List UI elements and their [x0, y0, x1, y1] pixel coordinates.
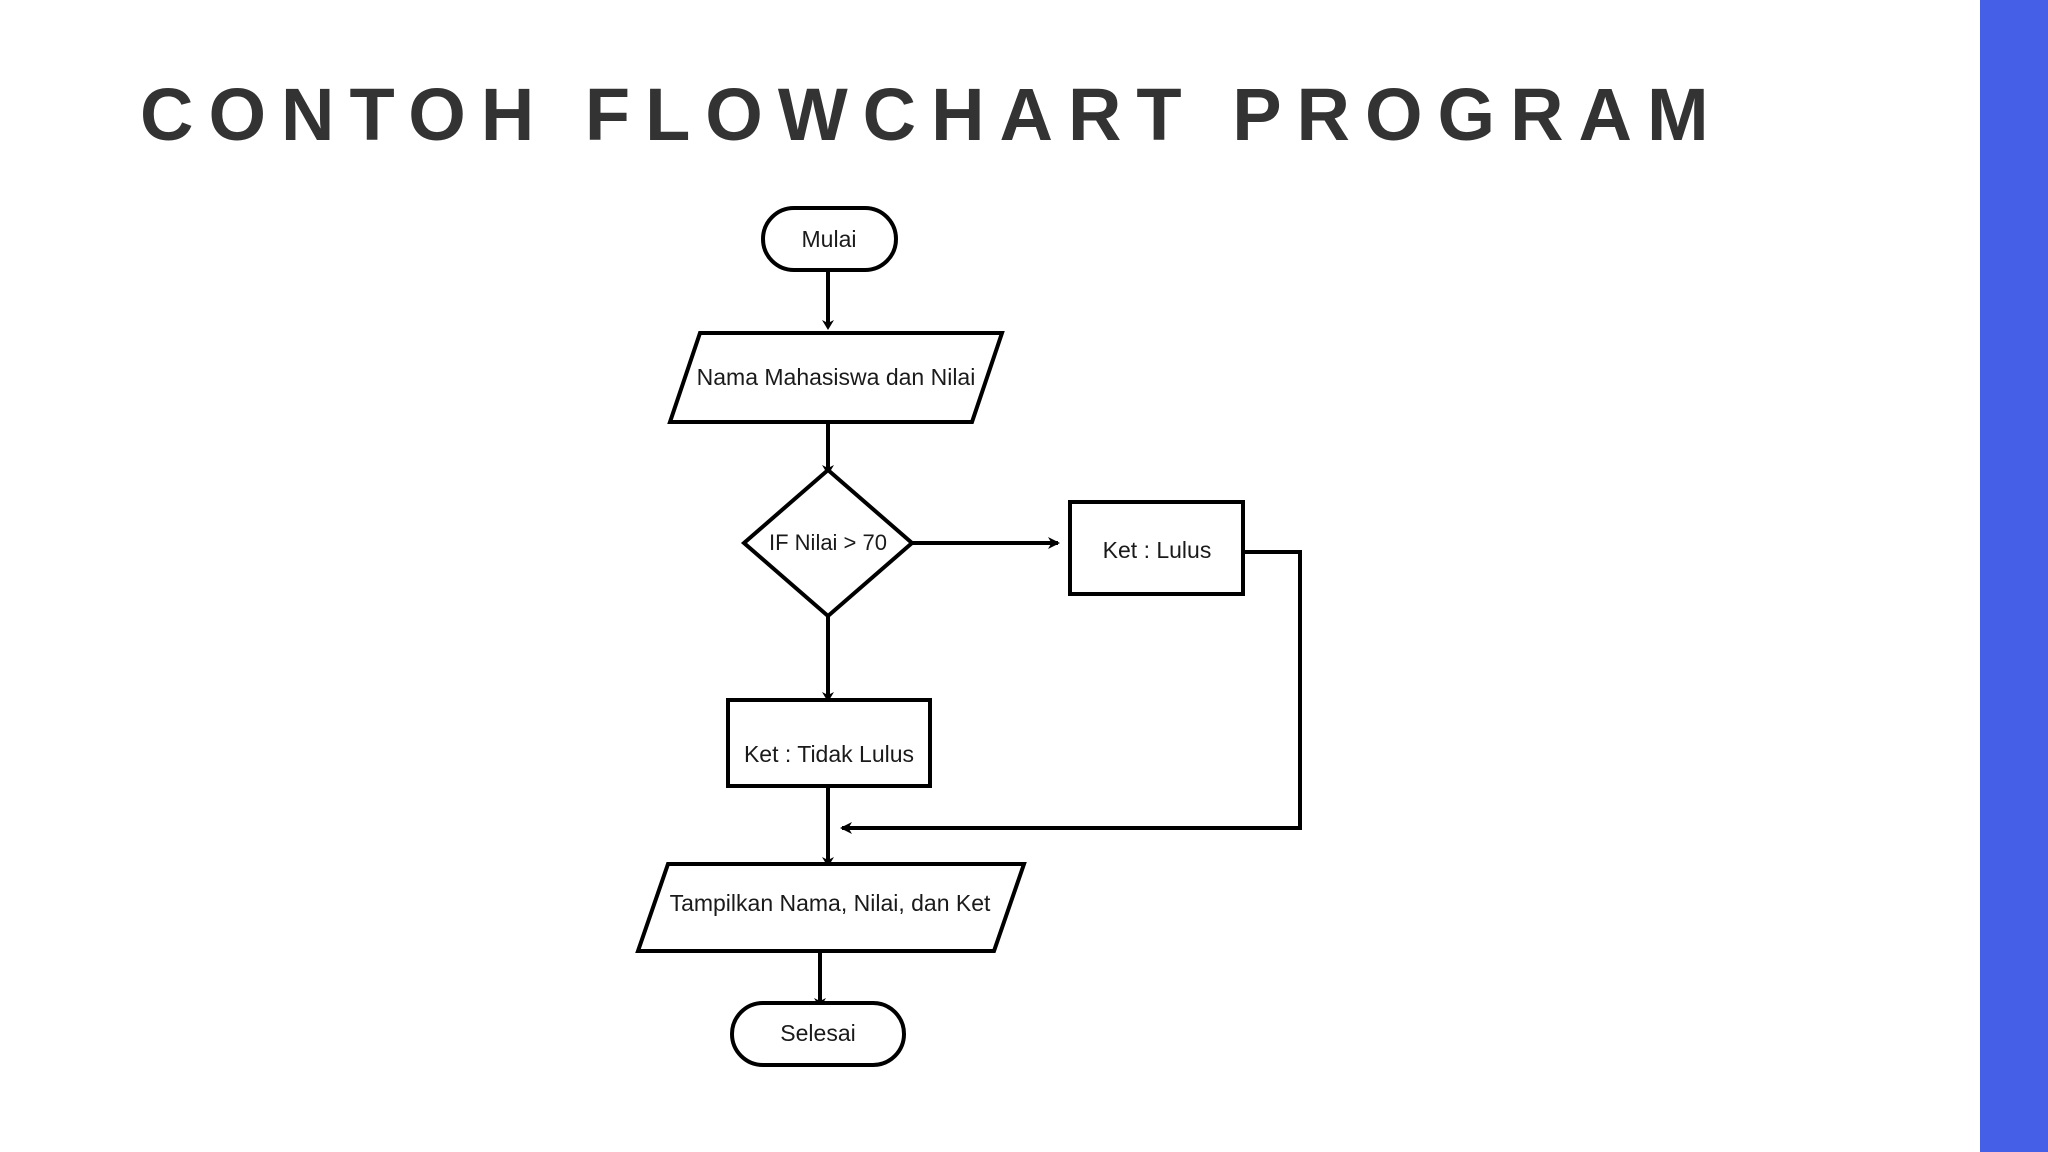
- flow-node-input-label: Nama Mahasiswa dan Nilai: [697, 364, 976, 390]
- edge-lulus-to-output: [840, 550, 1302, 834]
- page-title: CONTOH FLOWCHART PROGRAM: [140, 73, 1724, 156]
- flow-node-tidak-lulus-label: Ket : Tidak Lulus: [744, 741, 914, 767]
- parallelogram-shape: [667, 331, 1005, 424]
- flow-node-input[interactable]: Nama Mahasiswa dan Nilai: [667, 331, 1005, 424]
- diamond-shape: [740, 467, 916, 619]
- parallelogram-shape: [635, 862, 1027, 953]
- flow-node-decision[interactable]: IF Nilai > 70: [740, 467, 916, 619]
- flow-node-end-label: Selesai: [780, 1020, 855, 1046]
- flow-node-start[interactable]: Mulai: [761, 206, 898, 272]
- process-shape: [726, 698, 932, 788]
- process-shape: [1068, 500, 1245, 596]
- sidebar-page-number: 15: [1933, 1130, 1958, 1152]
- flow-node-output-label: Tampilkan Nama, Nilai, dan Ket: [670, 890, 991, 916]
- flow-node-decision-label: IF Nilai > 70: [769, 530, 887, 555]
- terminator-shape: [730, 1001, 906, 1067]
- flow-node-lulus[interactable]: Ket : Lulus: [1068, 500, 1245, 596]
- flow-node-start-label: Mulai: [802, 226, 857, 252]
- flow-node-output[interactable]: Tampilkan Nama, Nilai, dan Ket: [635, 862, 1027, 953]
- terminator-shape: [761, 206, 898, 272]
- flow-node-tidak-lulus[interactable]: Ket : Tidak Lulus: [726, 698, 932, 788]
- flow-node-end[interactable]: Selesai: [730, 1001, 906, 1067]
- flow-node-lulus-label: Ket : Lulus: [1103, 537, 1212, 563]
- sidebar-accent-bar: PRESENTATION TITLE 15: [1933, 0, 2048, 1152]
